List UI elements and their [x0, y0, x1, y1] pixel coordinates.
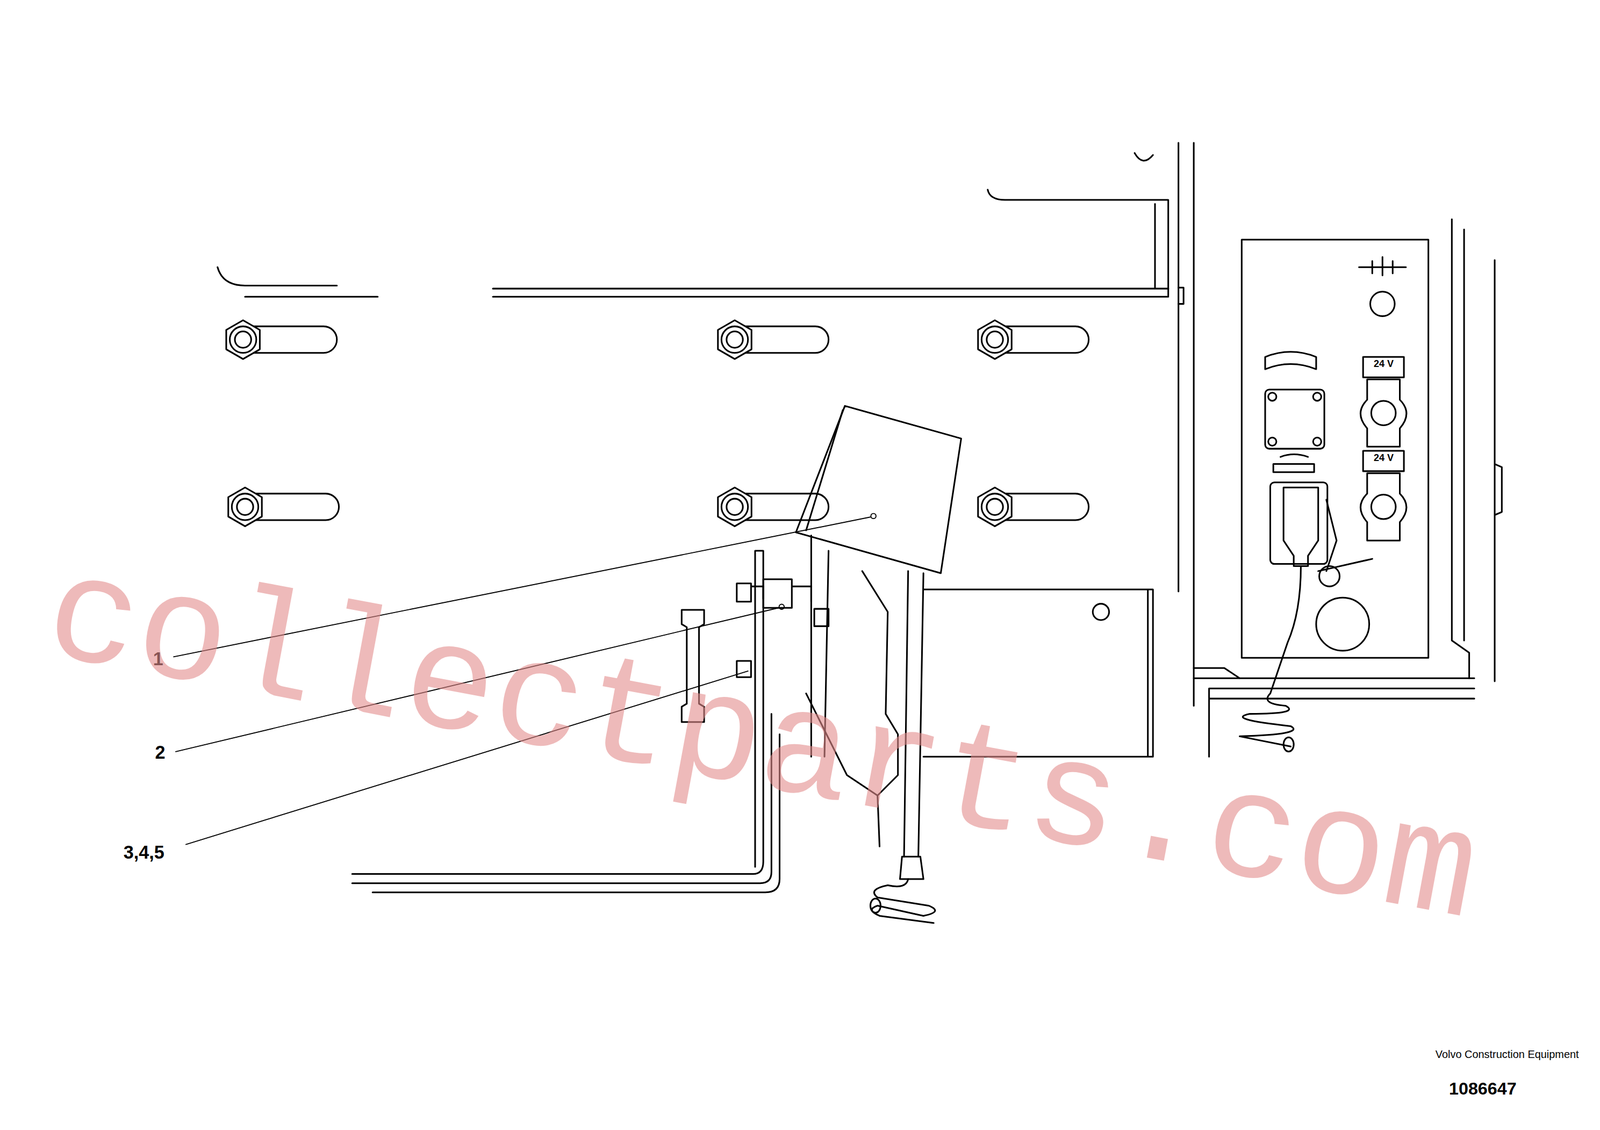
figure-number: 1086647: [1448, 1079, 1517, 1100]
hole: [1092, 604, 1109, 621]
bracket: [806, 693, 878, 796]
frame-edge: [245, 296, 378, 298]
plate: [1265, 389, 1325, 449]
slot-bolt: [718, 487, 829, 527]
leader-line: [173, 513, 877, 845]
cover-part: [795, 405, 961, 573]
symbol: [1265, 352, 1317, 370]
keyhole: [1360, 473, 1406, 541]
plug: [1283, 487, 1319, 566]
slot-bolt: [226, 320, 337, 360]
floor-edge: [372, 734, 780, 893]
cable-end: [870, 898, 881, 914]
bolt: [814, 608, 829, 627]
cover-part: [806, 410, 843, 531]
lamp: [1369, 291, 1395, 317]
housing: [923, 589, 1153, 757]
cap: [1316, 597, 1370, 651]
bracket: [862, 571, 898, 847]
slot-bolt: [978, 320, 1089, 360]
voltage-tag: 24 V: [1367, 359, 1401, 370]
frame-edge: [1193, 678, 1475, 757]
callout-number: 3,4,5: [123, 842, 165, 864]
symbol: [1359, 256, 1406, 276]
frame-edge: [987, 189, 1169, 296]
frame-edge: [1134, 153, 1153, 161]
slot-bolt: [978, 487, 1089, 527]
frame-edge: [492, 288, 1168, 290]
control-panel: [1241, 239, 1429, 658]
cable: [900, 856, 924, 880]
plate: [352, 550, 764, 875]
symbol: [1273, 454, 1315, 473]
frame-edge: [1178, 287, 1184, 304]
bolt: [736, 583, 764, 678]
slot-bolt: [228, 487, 340, 527]
frame-edge: [492, 296, 1168, 298]
floor-edge: [352, 714, 772, 884]
voltage-tag: 24 V: [1367, 453, 1401, 464]
tag-box: [1362, 356, 1404, 378]
publisher-note: Volvo Construction Equipment: [1425, 1049, 1589, 1061]
slot-bolt: [718, 320, 829, 360]
keyhole: [1360, 379, 1406, 447]
frame-edge: [217, 267, 337, 286]
callout-number: 1: [153, 649, 164, 670]
frame-edge: [1451, 219, 1502, 682]
cable: [871, 879, 936, 924]
bracket: [811, 535, 924, 857]
cable: [1239, 565, 1302, 747]
watermark: collectparts.com: [33, 532, 1490, 960]
callout-number: 2: [155, 742, 166, 764]
frame-edge: [1177, 142, 1180, 592]
frame-edge: [1193, 142, 1195, 707]
switch-block: [763, 579, 812, 608]
frame-edge: [1153, 204, 1156, 289]
tag-box: [1362, 450, 1404, 472]
